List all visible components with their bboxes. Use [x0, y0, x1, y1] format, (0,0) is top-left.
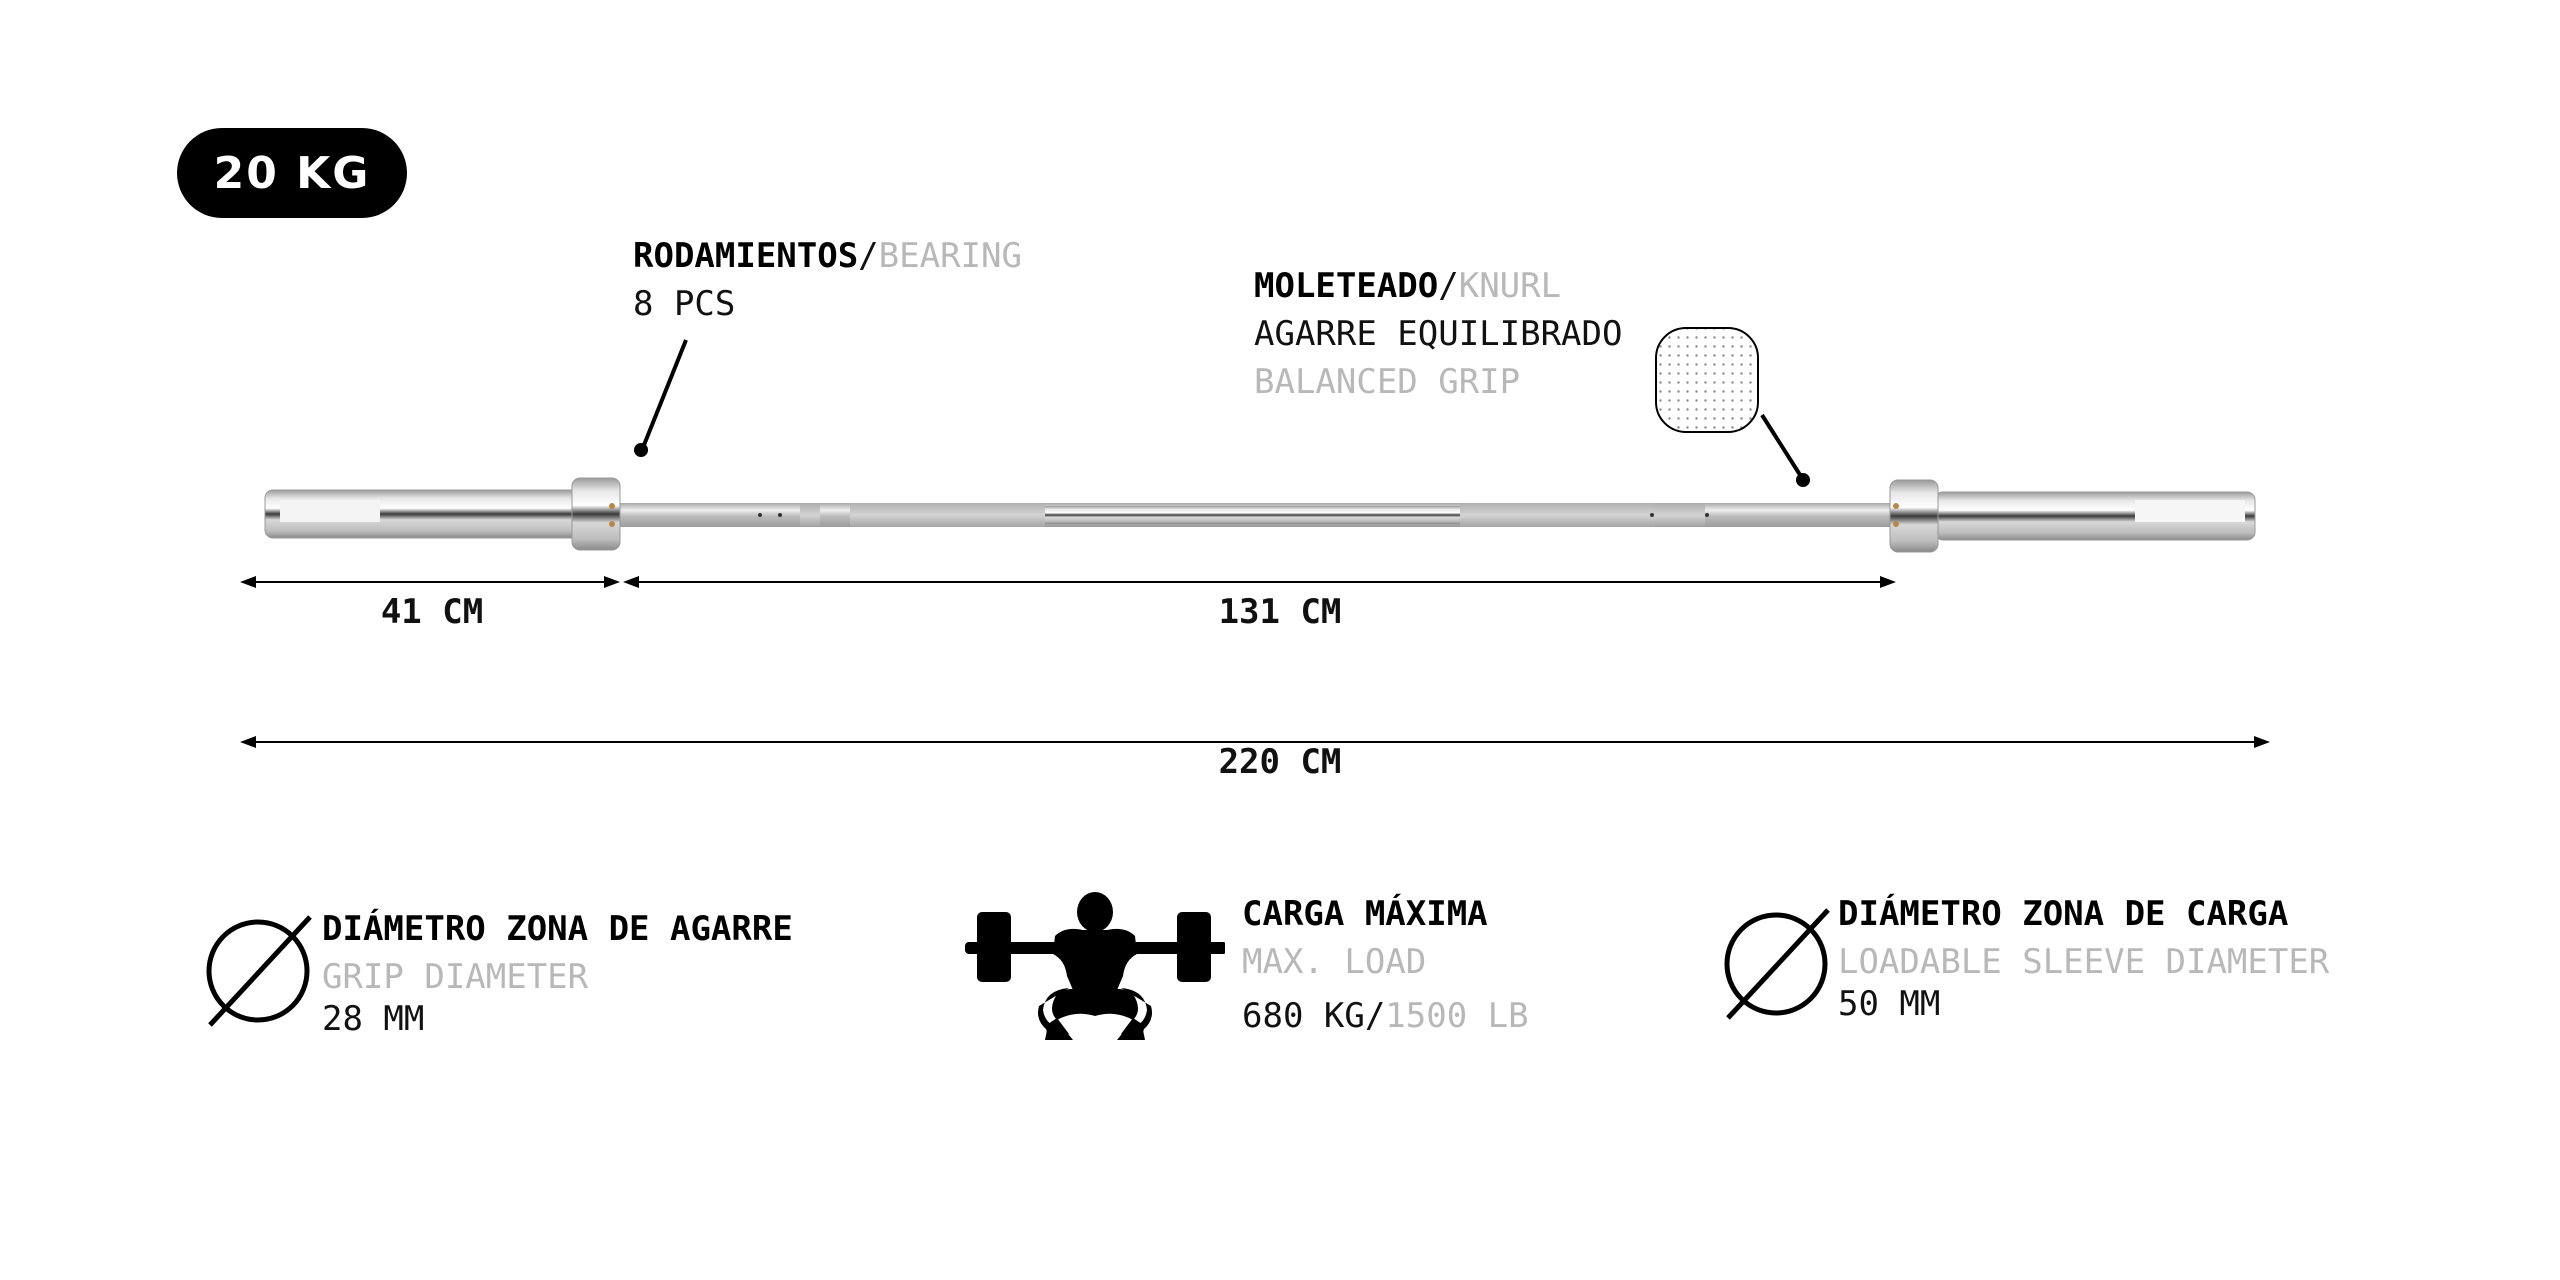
dimension-lines [240, 576, 2270, 748]
spec-value: 28 MM [322, 999, 425, 1039]
spec-value-lb: 1500 LB [1385, 996, 1529, 1036]
spec-value: 50 MM [1838, 984, 1941, 1024]
squat-lifter-icon [965, 892, 1225, 1040]
bearing-title-es: RODAMIENTOS [633, 236, 859, 276]
weight-badge: 20 KG [177, 128, 407, 218]
left-sleeve [264, 477, 621, 551]
dimension-sleeve-label: 41 CM [380, 592, 484, 632]
spec-subtitle: LOADABLE SLEEVE DIAMETER [1838, 942, 2330, 982]
right-sleeve [1889, 479, 2256, 553]
diameter-icon [206, 915, 312, 1027]
knurl-desc-es: AGARRE EQUILIBRADO [1254, 314, 1623, 354]
knurl-title-en: KNURL [1458, 266, 1562, 306]
bar-shaft [600, 503, 1910, 527]
bearing-callout: RODAMIENTOS/BEARING 8 PCS [633, 232, 1022, 328]
separator: / [858, 236, 879, 276]
knurl-callout: MOLETEADO/KNURL AGARRE EQUILIBRADO BALAN… [1254, 262, 1622, 406]
spec-value: 680 KG/1500 LB [1242, 992, 1529, 1040]
spec-title: CARGA MÁXIMA [1242, 894, 1488, 934]
spec-title: DIÁMETRO ZONA DE AGARRE [322, 909, 793, 949]
knurl-swatch-icon [1655, 327, 1810, 487]
spec-subtitle: GRIP DIAMETER [322, 957, 589, 997]
spec-title: DIÁMETRO ZONA DE CARGA [1838, 894, 2289, 934]
diameter-icon [1724, 908, 1830, 1020]
knurl-title-es: MOLETEADO [1254, 266, 1439, 306]
separator: / [1438, 266, 1459, 306]
dimension-shaft-label: 131 CM [1218, 592, 1342, 632]
knurl-desc-en: BALANCED GRIP [1254, 362, 1521, 402]
dimension-total-label: 220 CM [1218, 742, 1342, 782]
bearing-count: 8 PCS [633, 284, 736, 324]
bearing-leader [634, 339, 688, 457]
weight-badge-label: 20 KG [213, 147, 371, 199]
spec-value-kg: 680 KG/ [1242, 996, 1386, 1036]
bearing-title-en: BEARING [878, 236, 1022, 276]
spec-subtitle: MAX. LOAD [1242, 942, 1427, 982]
